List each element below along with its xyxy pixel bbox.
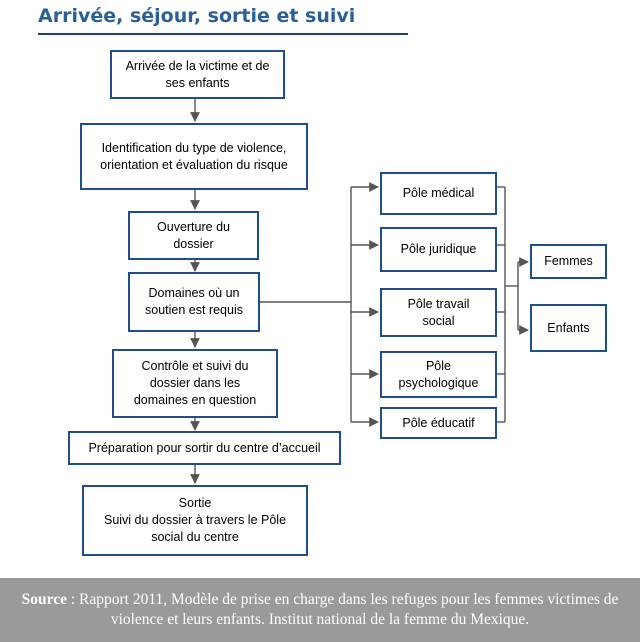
box-preparation: Préparation pour sortir du centre d’accu… [68, 431, 341, 465]
box-arrivee: Arrivée de la victime et de ses enfants [110, 50, 285, 99]
box-pole-travail: Pôle travail social [380, 288, 497, 337]
source-text: : Rapport 2011, Modèle de prise en charg… [66, 591, 619, 628]
connector-lines [190, 99, 529, 484]
box-ouverture: Ouverture du dossier [128, 211, 259, 260]
box-pole-educatif: Pôle éducatif [380, 407, 497, 439]
diagram-title: Arrivée, séjour, sortie et suivi [38, 5, 356, 27]
source-caption: Source : Rapport 2011, Modèle de prise e… [0, 578, 640, 642]
box-pole-juridique: Pôle juridique [380, 227, 497, 272]
box-controle: Contrôle et suivi du dossier dans les do… [112, 349, 278, 418]
box-identification: Identification du type de violence, orie… [80, 123, 308, 190]
box-pole-medical: Pôle médical [380, 172, 497, 215]
box-femmes: Femmes [530, 244, 607, 279]
box-enfants: Enfants [530, 304, 607, 352]
box-domaines: Domaines où un soutien est requis [128, 272, 260, 332]
source-label: Source [21, 591, 67, 608]
title-underline [38, 33, 408, 35]
box-sortie: Sortie Suivi du dossier à travers le Pôl… [82, 485, 308, 556]
box-pole-psychologique: Pôle psychologique [380, 351, 497, 398]
